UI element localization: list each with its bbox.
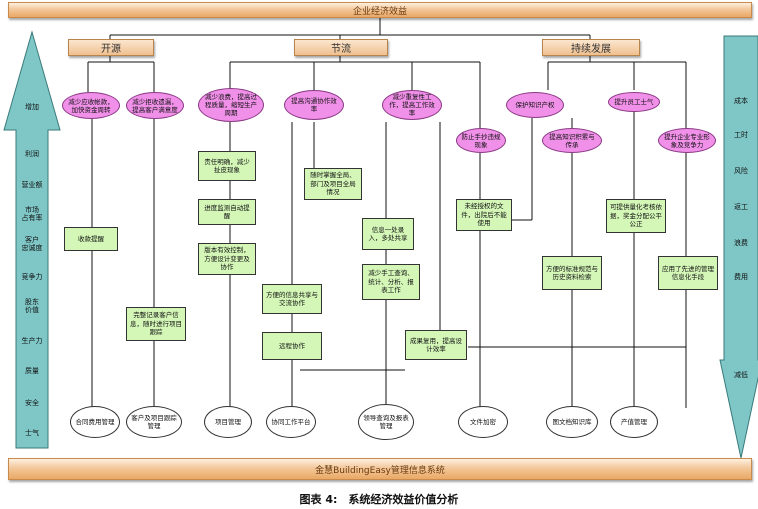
category-header-chixu: 持续发展 — [542, 39, 640, 56]
right-label-3: 返工 — [734, 203, 748, 211]
module-customer-tracking: 客户及项目跟踪管理 — [126, 406, 182, 438]
goal-reduce-repetition: 减少重复性工作，提高工作效率 — [382, 90, 442, 120]
task-quantified-assessment: 可提供量化考核依据，奖金分配公平公正 — [606, 199, 666, 233]
goal-knowledge-accumulation: 提高知识积累与传承 — [542, 128, 602, 153]
left-label-9: 安全 — [25, 399, 39, 407]
right-label-4: 浪费 — [734, 239, 748, 247]
system-name: 金慧BuildingEasy管理信息系统 — [315, 465, 445, 476]
right-label-1: 工时 — [734, 131, 748, 139]
left-label-0: 增加 — [25, 103, 39, 111]
task-reduce-manual-work: 减少手工查询、统计、分析、报表工作 — [362, 264, 420, 300]
title-banner: 企业经济效益 — [8, 2, 752, 18]
left-label-1: 利润 — [25, 150, 39, 158]
goal-boost-morale: 提升员工士气 — [608, 92, 660, 112]
goal-reduce-receivables: 减少应收帐款，加快资金周转 — [62, 92, 120, 119]
goal-reduce-omissions: 减少拒收遗漏，提高客户满意度 — [126, 92, 184, 119]
footer-banner: 金慧BuildingEasy管理信息系统 — [8, 458, 752, 480]
left-up-arrow — [3, 30, 61, 449]
goal-protect-ip: 保护知识产权 — [506, 92, 564, 118]
right-down-arrow — [719, 35, 758, 459]
right-label-2: 风险 — [734, 167, 748, 175]
module-output-value: 产值管理 — [610, 406, 658, 438]
figure-caption: 图表 4: 系统经济效益价值分析 — [299, 493, 459, 506]
left-label-7: 生产力 — [21, 337, 43, 345]
module-collaboration-platform: 协同工作平台 — [266, 406, 316, 438]
left-label-4: 客户 忠诚度 — [21, 236, 43, 252]
left-label-6: 股东 价值 — [25, 298, 39, 314]
category-label: 节流 — [331, 44, 351, 55]
right-label-5: 费用 — [734, 273, 748, 281]
module-file-encryption: 文件加密 — [458, 406, 508, 438]
category-label: 开源 — [101, 44, 121, 55]
diagram-title: 企业经济效益 — [352, 6, 407, 17]
task-version-control: 版本有效控制，方便设计变更及协作 — [198, 243, 256, 275]
goal-improve-communication: 提高沟通协作效率 — [284, 90, 344, 120]
left-label-2: 营业额 — [21, 181, 43, 189]
task-global-overview: 随时掌握全局、部门及项目全局情况 — [304, 168, 362, 200]
module-project-management: 项目管理 — [204, 406, 252, 438]
task-collection-reminder: 收款提醒 — [64, 227, 118, 251]
right-label-0: 成本 — [734, 97, 748, 105]
left-label-5: 竞争力 — [21, 273, 43, 281]
task-single-entry: 信息一处录入，多处共享 — [362, 218, 414, 250]
task-standards-search: 方便的标准规范与历史资料检索 — [542, 256, 602, 290]
task-info-sharing: 方便的信息共享与交流协作 — [262, 284, 322, 314]
category-header-kaiyuan: 开源 — [68, 39, 154, 56]
task-remote-collaboration: 远程协作 — [262, 332, 322, 360]
goal-professional-image: 提升企业专业形象及竞争力 — [658, 128, 716, 153]
task-advanced-management: 应用了先进的管理信息化手段 — [658, 256, 718, 290]
left-label-8: 质量 — [25, 367, 39, 375]
module-document-library: 图文档知识库 — [546, 406, 598, 438]
task-clear-responsibility: 责任明确，减少扯皮现象 — [198, 151, 256, 181]
module-leader-reports: 领导查询及报表管理 — [358, 404, 414, 440]
category-header-jieliu: 节流 — [294, 39, 388, 56]
task-progress-monitor: 进度监测自动提醒 — [198, 199, 256, 225]
left-label-10: 士气 — [25, 429, 39, 437]
category-label: 持续发展 — [571, 44, 611, 55]
task-reuse-results: 成果复用，提高设计效率 — [405, 330, 467, 360]
goal-reduce-waste: 减少浪费，提高过程质量，缩短生产周期 — [198, 88, 264, 122]
task-unauthorized-files: 未经授权的文件，出院后不能使用 — [456, 199, 512, 231]
task-customer-records: 完整记录客户信息，随时进行项目跟踪 — [126, 307, 186, 341]
goal-prevent-violations: 防止手抄违规现象 — [456, 128, 506, 153]
right-label-6: 减低 — [734, 371, 748, 379]
left-label-3: 市场 占有率 — [21, 206, 43, 222]
module-contract-fees: 合同费用管理 — [70, 406, 120, 438]
